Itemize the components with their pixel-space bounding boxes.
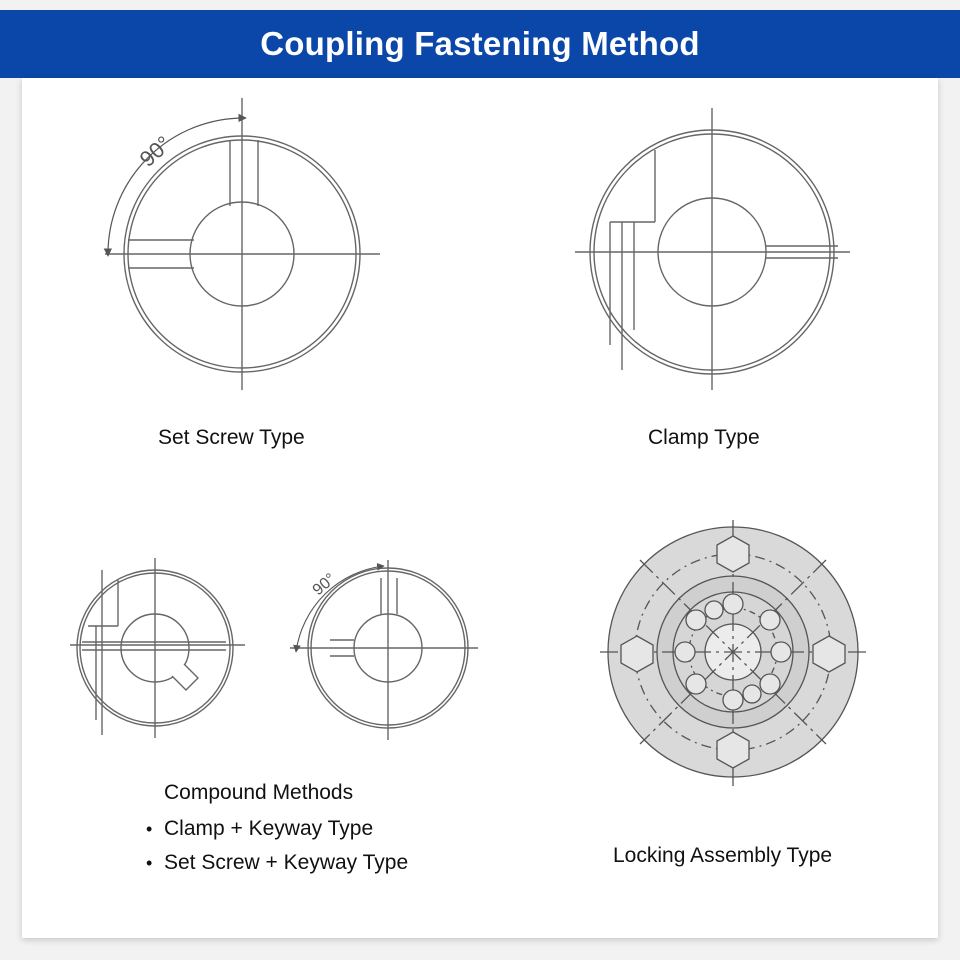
locking-assembly-caption: Locking Assembly Type (613, 844, 832, 867)
compound-caption: Compound Methods (164, 781, 353, 804)
locking-outer-bolt-left (620, 635, 654, 673)
compound-angle-label: 90° (310, 570, 339, 599)
set-screw-diagram (103, 98, 380, 390)
setscrew-keyway-angle-arc (293, 562, 385, 653)
clamp-caption: Clamp Type (648, 426, 760, 449)
clamp-diagram (575, 108, 850, 390)
compound-item-clamp-keyway: Clamp + Keyway Type (146, 812, 408, 846)
locking-assembly-diagram (600, 520, 870, 790)
set-screw-caption: Set Screw Type (158, 426, 305, 449)
page-title: Coupling Fastening Method (260, 25, 700, 62)
compound-item-setscrew-keyway: Set Screw + Keyway Type (146, 846, 408, 880)
clamp-keyway-notch (171, 663, 199, 691)
compound-method-list: Clamp + Keyway Type Set Screw + Keyway T… (146, 812, 408, 880)
locking-outer-bolt-bottom (716, 731, 750, 769)
setscrew-keyway-diagram (290, 560, 478, 740)
locking-outer-bolt-top (716, 535, 750, 573)
locking-outer-bolt-right (812, 635, 846, 673)
clamp-keyway-diagram (70, 558, 245, 738)
header-bar: Coupling Fastening Method (0, 10, 960, 78)
set-screw-angle-arc (103, 113, 247, 257)
